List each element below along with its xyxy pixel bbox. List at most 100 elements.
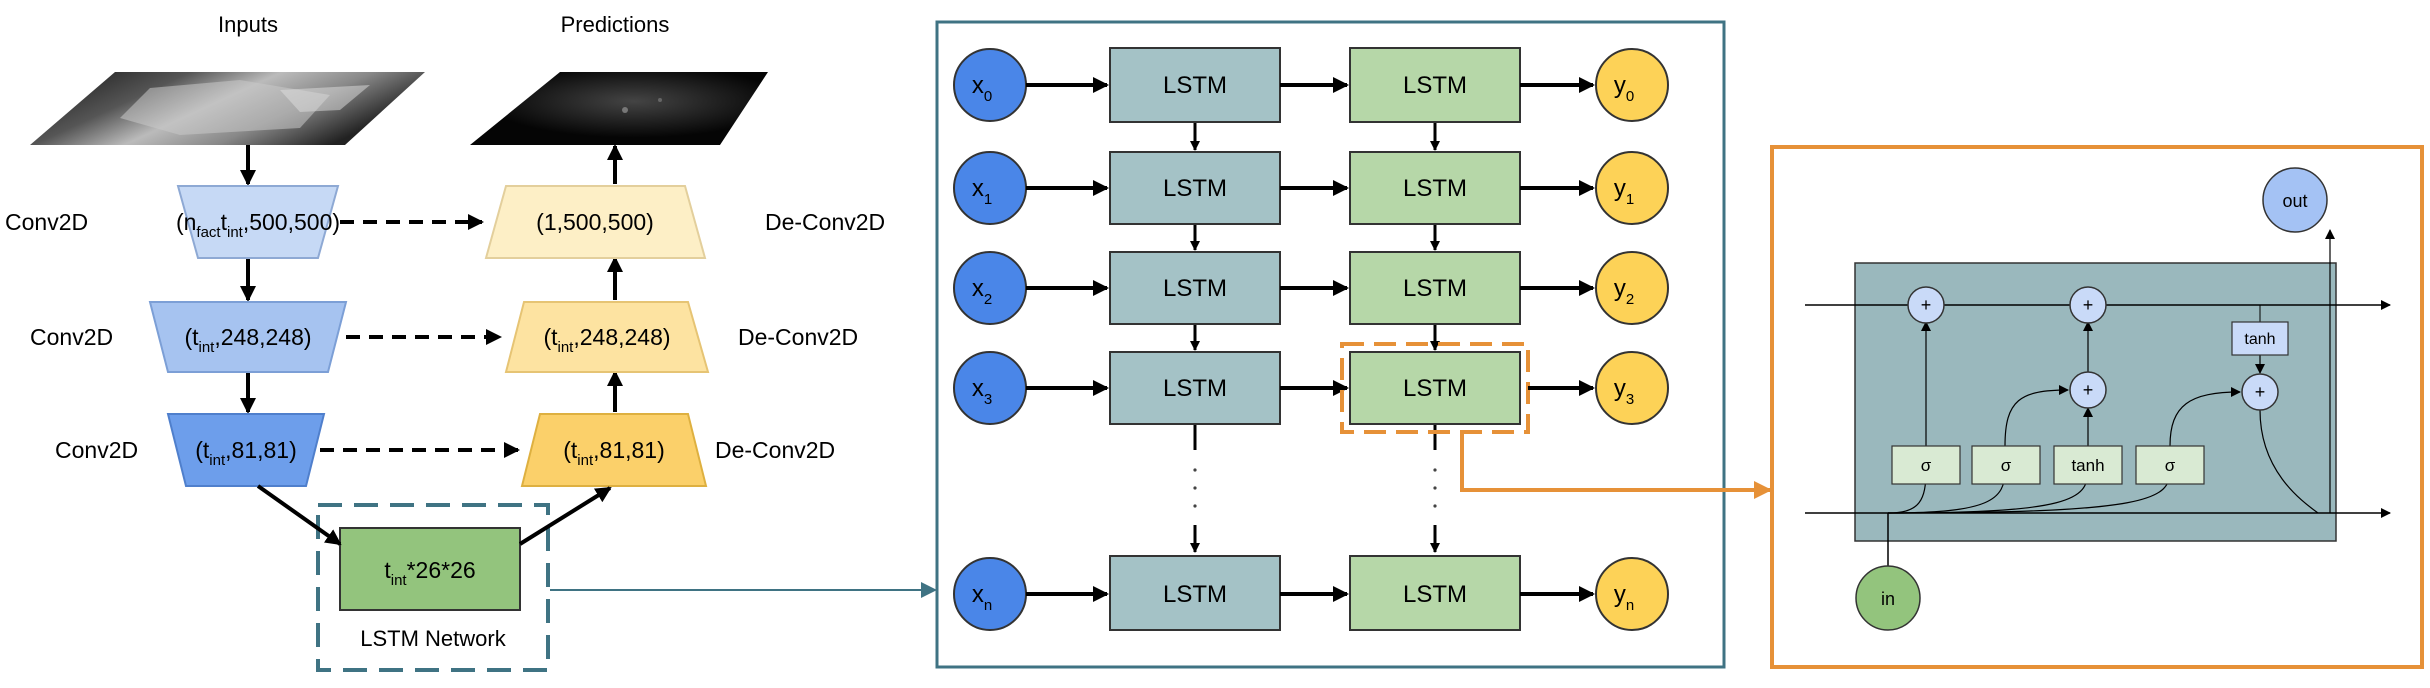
cell-detail-connector	[1460, 432, 1772, 499]
svg-text:y1: y1	[1614, 175, 1634, 208]
svg-text:LSTM: LSTM	[1403, 581, 1467, 608]
lstm-cell-layer1-3	[1109, 351, 1281, 425]
lstm-cell-layer2-n	[1349, 555, 1521, 631]
output-node-y0	[1595, 48, 1669, 122]
deconv2d-layer-1	[484, 185, 707, 259]
svg-text:LSTM: LSTM	[1163, 72, 1227, 99]
output-node-y3	[1595, 351, 1669, 425]
svg-text:in: in	[1881, 589, 1895, 609]
lstm-cell-layer2-0	[1349, 47, 1521, 123]
deconv3-label: De-Conv2D	[715, 437, 835, 463]
cell-add-node	[2069, 286, 2107, 324]
svg-text:+: +	[2083, 380, 2094, 400]
output-gate-node	[2241, 373, 2279, 411]
lstm-row-0: x0 LSTM LSTM y0	[953, 47, 1669, 123]
svg-text:LSTM: LSTM	[1403, 72, 1467, 99]
svg-text:x1: x1	[972, 175, 992, 208]
lstm-cell-layer2-2	[1349, 251, 1521, 325]
input-node-x3	[953, 351, 1027, 425]
conv3-shape: (tint,81,81)	[195, 437, 297, 469]
gate-box-forget	[1891, 445, 1961, 485]
svg-text:xn: xn	[972, 581, 992, 614]
conv2-label: Conv2D	[30, 324, 113, 350]
svg-text:tanh: tanh	[2244, 331, 2275, 348]
lstm-cell-layer1-n	[1109, 555, 1281, 631]
in-node	[1855, 565, 1921, 631]
lstm-cell-layer1-2	[1109, 251, 1281, 325]
svg-text:x0: x0	[972, 72, 992, 105]
deconv2-shape: (tint,248,248)	[543, 324, 670, 356]
svg-text:x3: x3	[972, 375, 992, 408]
svg-text:x2: x2	[972, 275, 992, 308]
svg-text:LSTM: LSTM	[1163, 175, 1227, 202]
svg-text:yn: yn	[1614, 581, 1634, 614]
conv1-label: Conv2D	[5, 209, 88, 235]
forget-multiply-node	[1907, 286, 1945, 324]
svg-text:σ: σ	[2001, 456, 2012, 475]
svg-text:+: +	[2083, 295, 2094, 315]
svg-text:LSTM: LSTM	[1163, 581, 1227, 608]
svg-text:σ: σ	[1921, 456, 1932, 475]
svg-text:y2: y2	[1614, 275, 1634, 308]
input-node-x2	[953, 251, 1027, 325]
svg-text:LSTM: LSTM	[1403, 175, 1467, 202]
output-node-yn	[1595, 557, 1669, 631]
deconv1-shape: (1,500,500)	[536, 209, 654, 235]
conv2-shape: (tint,248,248)	[184, 324, 311, 356]
input-map-image	[30, 72, 425, 145]
svg-text:y3: y3	[1614, 375, 1634, 408]
svg-text:LSTM: LSTM	[1403, 375, 1467, 402]
input-node-x0	[953, 48, 1027, 122]
svg-text:σ: σ	[2165, 456, 2176, 475]
svg-text:out: out	[2282, 191, 2307, 211]
gate-box-input	[1971, 445, 2041, 485]
conv2d-layer-3	[166, 413, 326, 487]
svg-text:tanh: tanh	[2071, 456, 2104, 475]
conv1-shape: (nfacttint,500,500)	[176, 209, 340, 241]
gate-box-candidate	[2053, 445, 2123, 485]
gate-box-output	[2135, 445, 2205, 485]
lstm-network-container	[316, 503, 550, 672]
lstm-row-2: x2 LSTM LSTM y2	[953, 251, 1669, 325]
lstm-cell-layer1-1	[1109, 151, 1281, 225]
conv3-label: Conv2D	[55, 437, 138, 463]
deconv1-label: De-Conv2D	[765, 209, 885, 235]
lstm-cell-layer2-1	[1349, 151, 1521, 225]
svg-text:LSTM: LSTM	[1163, 375, 1227, 402]
deconv2d-layer-2	[504, 301, 710, 373]
input-gate-node	[2069, 371, 2107, 409]
deconv3-shape: (tint,81,81)	[563, 437, 665, 469]
lstm-bottleneck-label: tint*26*26	[384, 557, 475, 589]
conv2d-layer-1	[176, 185, 340, 259]
deconv2d-layer-3	[520, 413, 708, 487]
lstm-bottleneck-box	[339, 527, 521, 611]
cell-tanh-box	[2231, 321, 2289, 356]
lstm-cell-internals: + + + + tanh σ σ tanh σ in out	[1805, 167, 2391, 631]
lstm-network-detail-panel	[935, 20, 1726, 669]
lstm-row-1: x1 LSTM LSTM y1	[953, 151, 1669, 225]
deconv2-label: De-Conv2D	[738, 324, 858, 350]
svg-text:+: +	[1921, 295, 1932, 315]
input-node-x1	[953, 151, 1027, 225]
output-node-y2	[1595, 251, 1669, 325]
conv3-to-lstm-arrow	[256, 484, 342, 546]
middle-vertical-arrows	[1190, 122, 1440, 553]
output-node-y1	[1595, 151, 1669, 225]
inputs-title: Inputs	[218, 12, 278, 37]
svg-text:+: +	[2255, 382, 2266, 402]
lstm-to-deconv3-arrow	[518, 486, 612, 546]
svg-text:y0: y0	[1614, 72, 1634, 105]
ellipsis-dots	[1193, 468, 1437, 508]
conv2d-layer-2	[148, 301, 348, 373]
out-node	[2262, 167, 2328, 233]
svg-text:LSTM: LSTM	[1163, 275, 1227, 302]
lstm-cell-layer2-3	[1349, 351, 1521, 425]
lstm-row-n: xn LSTM LSTM yn	[953, 555, 1669, 631]
lstm-row-3: x3 LSTM LSTM y3	[953, 342, 1669, 434]
predictions-title: Predictions	[561, 12, 670, 37]
svg-text:LSTM: LSTM	[1403, 275, 1467, 302]
input-node-xn	[953, 557, 1027, 631]
prediction-map-image	[470, 72, 768, 145]
lstm-network-label: LSTM Network	[360, 626, 506, 651]
